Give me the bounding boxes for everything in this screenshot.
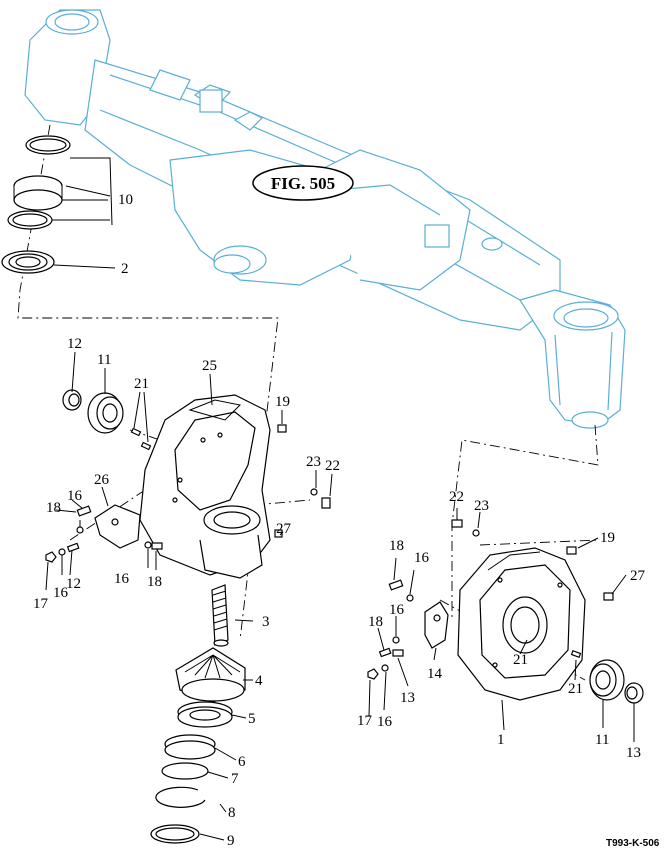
callout-8: 8 bbox=[228, 805, 236, 821]
callout-25: 25 bbox=[202, 358, 217, 374]
bearing-5 bbox=[177, 701, 233, 728]
callout-2: 2 bbox=[121, 261, 129, 277]
callout-4: 4 bbox=[255, 673, 263, 689]
left-carrier-housing-25 bbox=[139, 394, 271, 579]
callout-16: 16 bbox=[67, 488, 83, 504]
axle-housing bbox=[24, 9, 626, 429]
callout-6: 6 bbox=[238, 754, 246, 770]
callout-11: 11 bbox=[595, 732, 609, 748]
callout-26: 26 bbox=[94, 472, 110, 488]
bearing-2 bbox=[1, 250, 55, 274]
bevel-gear-4 bbox=[175, 647, 246, 703]
callout-labels: 10 2 12 11 21 25 19 23 22 26 16 18 27 12… bbox=[33, 192, 646, 849]
figure-reference-badge[interactable]: FIG. 505 bbox=[252, 165, 354, 201]
callout-12: 13 bbox=[626, 745, 641, 761]
callout-22: 22 bbox=[325, 458, 340, 474]
snap-ring-8 bbox=[155, 786, 206, 808]
pinion-shaft-3 bbox=[211, 584, 229, 647]
seal-12-left bbox=[62, 389, 82, 411]
right-carrier-housing-1 bbox=[457, 547, 586, 701]
shim-ring-6 bbox=[164, 734, 216, 760]
callout-18: 18 bbox=[147, 574, 162, 590]
callout-22: 22 bbox=[449, 489, 464, 505]
callout-19: 19 bbox=[275, 394, 290, 410]
callout-27: 27 bbox=[630, 568, 646, 584]
callout-1: 1 bbox=[497, 732, 505, 748]
callout-18: 18 bbox=[368, 614, 383, 630]
callout-16: 16 bbox=[114, 571, 130, 587]
drawing-code: T993-K-506 bbox=[606, 838, 660, 849]
callout-21: 21 bbox=[134, 376, 149, 392]
callout-12: 12 bbox=[67, 336, 82, 352]
snap-rings-10 bbox=[7, 135, 71, 230]
bearing-11-left bbox=[87, 392, 124, 434]
callout-17: 17 bbox=[357, 713, 373, 729]
ring-7 bbox=[161, 762, 209, 780]
callout-16: 16 bbox=[389, 602, 405, 618]
callout-14: 14 bbox=[427, 666, 443, 682]
figure-reference-text: FIG. 505 bbox=[271, 174, 335, 193]
bracket-14 bbox=[424, 601, 449, 649]
bearing-11-right bbox=[589, 659, 625, 701]
callout-23: 23 bbox=[474, 498, 489, 514]
callout-17: 17 bbox=[33, 596, 49, 612]
callout-23: 23 bbox=[306, 454, 321, 470]
right-fasteners bbox=[367, 519, 614, 680]
callout-18: 18 bbox=[389, 538, 404, 554]
callout-18: 18 bbox=[46, 500, 61, 516]
callout-16: 16 bbox=[377, 714, 393, 730]
callout-7: 7 bbox=[231, 771, 239, 787]
left-fasteners bbox=[45, 424, 331, 563]
callout-19: 19 bbox=[600, 530, 615, 546]
callout-11: 11 bbox=[97, 352, 111, 368]
pins-21-left bbox=[130, 427, 152, 451]
bracket-26 bbox=[94, 504, 141, 549]
callout-27: 27 bbox=[276, 521, 292, 537]
callout-16: 16 bbox=[53, 585, 69, 601]
callout-10: 10 bbox=[118, 192, 133, 208]
callout-3: 3 bbox=[262, 614, 270, 630]
callout-21: 21 bbox=[513, 652, 528, 668]
callout-13: 12 bbox=[66, 576, 81, 592]
seal-12-right bbox=[624, 682, 644, 704]
callout-5: 5 bbox=[248, 711, 256, 727]
callout-13: 13 bbox=[400, 690, 415, 706]
seal-9 bbox=[150, 824, 200, 844]
callout-16: 16 bbox=[414, 550, 430, 566]
callout-9: 9 bbox=[227, 833, 235, 849]
leader-lines bbox=[45, 157, 635, 841]
callout-21: 21 bbox=[568, 681, 583, 697]
